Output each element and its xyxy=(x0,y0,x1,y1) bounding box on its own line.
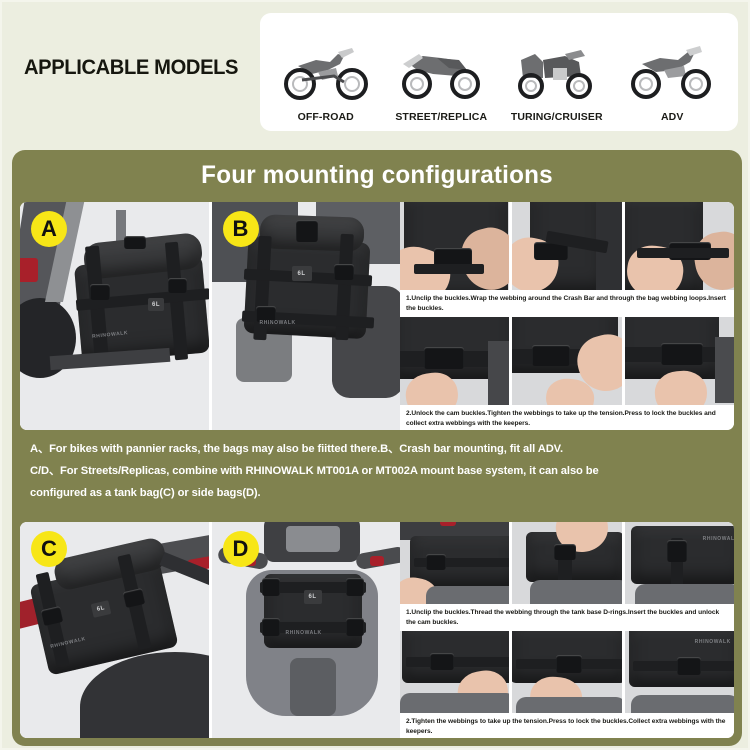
model-label: OFF-ROAD xyxy=(297,111,354,123)
step-photo-row xyxy=(400,317,734,406)
header-section: APPLICABLE MODELS xyxy=(2,2,750,142)
step-photo-tighten-webbing[interactable] xyxy=(512,317,622,406)
mounting-configurations-panel: Four mounting configurations xyxy=(12,150,742,746)
step-block-2: 2.Unlock the cam buckles.Tighten the web… xyxy=(400,317,734,430)
step-photo-wrap-webbing[interactable] xyxy=(512,202,622,290)
step-caption: 1.Unclip the buckles.Wrap the webbing ar… xyxy=(406,295,726,312)
step-photo-lock-buckle-keeper[interactable] xyxy=(624,317,734,406)
hero-photo-pair-top: 6L RHINOWALK A xyxy=(20,202,400,430)
page-title: APPLICABLE MODELS xyxy=(24,56,239,79)
step-photo-insert-buckle-tank[interactable]: RHINOWALK xyxy=(624,522,734,604)
config-badge-c: C xyxy=(31,531,67,567)
step-block-1: RHINOWALK 1.Unclip the buckles.Thread th… xyxy=(400,522,734,631)
hero-photo-b[interactable]: 6L RHINOWALK B xyxy=(211,202,400,430)
step-photo-cam-buckle-unlock[interactable] xyxy=(400,317,510,406)
config-badge-b: B xyxy=(222,211,259,247)
step-photo-insert-buckle[interactable] xyxy=(624,202,734,290)
model-item-adv: ADV xyxy=(615,32,731,123)
step-photo-row: RHINOWALK xyxy=(400,631,734,714)
step-photo-row: RHINOWALK xyxy=(400,522,734,604)
description-line: A、For bikes with pannier racks, the bags… xyxy=(30,443,564,455)
step-sequence-bottom: RHINOWALK 1.Unclip the buckles.Thread th… xyxy=(400,522,734,738)
step-photo-tighten-tank-webbing[interactable] xyxy=(400,631,510,714)
motorcycle-touring-icon xyxy=(509,32,605,104)
step-photo-tank-bag-unclip[interactable] xyxy=(400,522,510,604)
step-photo-row xyxy=(400,202,734,290)
hero-photo-a[interactable]: 6L RHINOWALK A xyxy=(20,202,209,430)
motorcycle-offroad-icon xyxy=(278,32,374,104)
step-block-2: RHINOWALK 2.Tighten the webbings to take… xyxy=(400,631,734,738)
model-item-street-replica: STREET/REPLICA xyxy=(384,32,500,123)
motorcycle-street-icon xyxy=(393,32,489,104)
model-item-turing-cruiser: TURING/CRUISER xyxy=(499,32,615,123)
model-label: ADV xyxy=(661,111,684,123)
config-badge-a: A xyxy=(31,211,67,247)
model-item-off-road: OFF-ROAD xyxy=(268,32,384,123)
step-photo-collect-keepers[interactable]: RHINOWALK xyxy=(624,631,734,714)
step-caption: 2.Unlock the cam buckles.Tighten the web… xyxy=(406,410,716,427)
description-block: A、For bikes with pannier racks, the bags… xyxy=(20,436,734,518)
step-photo-press-lock-buckle[interactable] xyxy=(512,631,622,714)
hero-photo-c[interactable]: 6L RHINOWALK C xyxy=(20,522,209,738)
config-badge-d: D xyxy=(222,531,259,567)
configuration-group-top: 6L RHINOWALK A xyxy=(20,202,734,430)
step-photo-thread-d-ring[interactable] xyxy=(512,522,622,604)
description-line: configured as a tank bag(C) or side bags… xyxy=(30,486,261,499)
model-label: TURING/CRUISER xyxy=(510,111,603,123)
step-sequence-top: 1.Unclip the buckles.Wrap the webbing ar… xyxy=(400,202,734,430)
step-caption: 1.Unclip the buckles.Thread the webbing … xyxy=(406,609,720,626)
step-photo-unclip-buckle[interactable] xyxy=(400,202,510,290)
step-block-1: 1.Unclip the buckles.Wrap the webbing ar… xyxy=(400,202,734,317)
hero-photo-d[interactable]: 6L RHINOWALK D xyxy=(211,522,400,738)
section-heading: Four mounting configurations xyxy=(201,160,553,189)
applicable-models-card: OFF-ROAD xyxy=(260,13,738,131)
description-line: C/D、For Streets/Replicas, combine with R… xyxy=(30,464,599,477)
step-caption: 2.Tighten the webbings to take up the te… xyxy=(406,718,726,735)
configuration-group-bottom: 6L RHINOWALK C xyxy=(20,522,734,738)
model-label: STREET/REPLICA xyxy=(395,111,488,123)
hero-photo-pair-bottom: 6L RHINOWALK C xyxy=(20,522,400,738)
motorcycle-adv-icon xyxy=(624,32,720,104)
